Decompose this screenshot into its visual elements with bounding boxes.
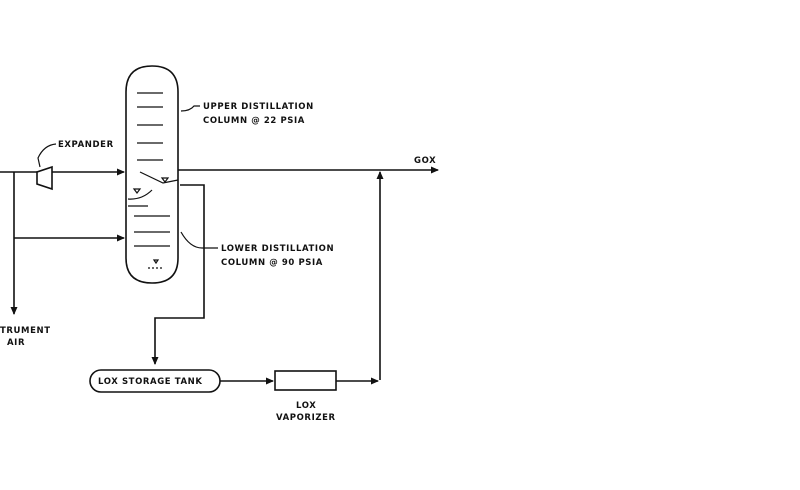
expander-label: EXPANDER [58,140,114,150]
upper-column-label-line2: COLUMN @ 22 PSIA [203,116,305,126]
distillation-column [125,65,179,284]
lower-column-label-line1: LOWER DISTILLATION [221,244,334,254]
lox-vaporizer-label-line2: VAPORIZER [276,413,336,423]
lox-storage-tank: LOX STORAGE TANK [89,369,221,393]
column-transfer-lines [151,184,205,365]
gox-label: GOX [414,156,436,166]
instrument-air-label-line1: TRUMENT [0,326,51,336]
upper-column-leader [180,105,200,112]
lower-column-label-line2: COLUMN @ 90 PSIA [221,258,323,268]
lox-vaporizer-label-line1: LOX [296,401,316,411]
expander-leader [37,143,57,168]
upper-column-label-line1: UPPER DISTILLATION [203,102,314,112]
air-feed-lines [0,168,125,315]
lox-vaporizer [274,370,379,391]
instrument-air-label-line2: AIR [7,338,25,348]
expander [36,165,53,191]
lower-column-leader [180,231,218,249]
lox-storage-tank-label: LOX STORAGE TANK [98,377,203,387]
gox-line [178,166,439,380]
